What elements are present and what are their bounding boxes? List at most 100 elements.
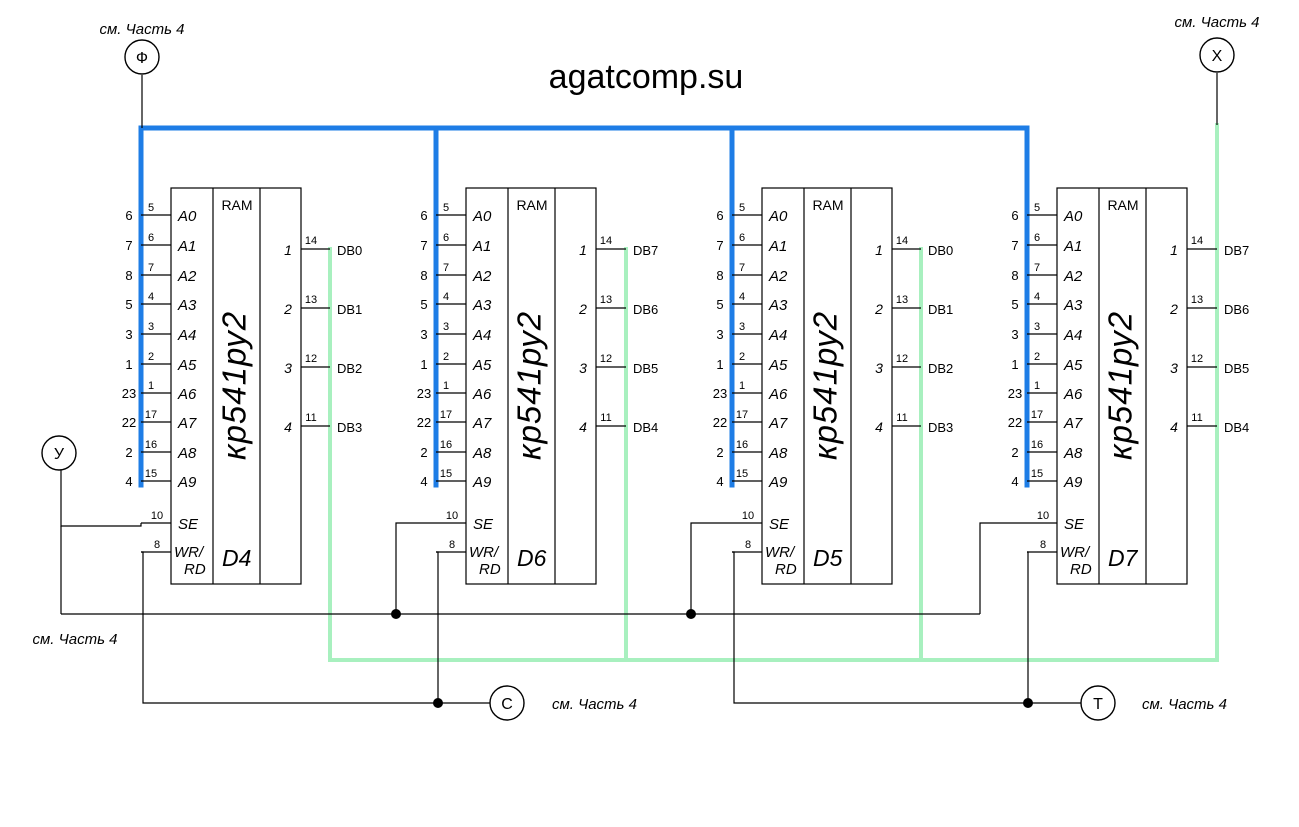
output-index: 3 [1170, 360, 1178, 376]
se-pin-name: SE [769, 516, 790, 533]
pin-number: 11 [305, 412, 316, 424]
pin-number: 2 [1034, 351, 1040, 363]
outer-pin-number: 23 [417, 386, 431, 401]
wr-pin-name: WR/ [765, 544, 796, 561]
address-pin-name: A8 [177, 445, 197, 462]
wr-wire [1027, 551, 1029, 703]
address-pin-name: A7 [768, 415, 788, 432]
pin-number: 6 [1034, 232, 1040, 244]
outer-pin-number: 8 [1011, 268, 1018, 283]
pin-number: 4 [148, 291, 154, 303]
output-index: 1 [284, 242, 292, 258]
output-index: 3 [284, 360, 292, 376]
data-bit-label: DB6 [1224, 302, 1249, 317]
connector-note: см. Часть 4 [552, 696, 637, 713]
data-bit-label: DB3 [337, 420, 362, 435]
outer-pin-number: 1 [125, 357, 132, 372]
pin-number: 14 [896, 235, 908, 247]
output-index: 3 [579, 360, 587, 376]
pin-number: 8 [449, 539, 455, 551]
outer-pin-number: 23 [1008, 386, 1022, 401]
pin-number: 7 [148, 262, 154, 274]
se-wire [60, 468, 142, 527]
outer-pin-number: 3 [125, 327, 132, 342]
outer-pin-number: 2 [1011, 445, 1018, 460]
pin-number: 15 [1031, 468, 1043, 480]
pin-number: 6 [739, 232, 745, 244]
output-index: 4 [1170, 419, 1178, 435]
outer-pin-number: 5 [1011, 297, 1018, 312]
address-pin-name: A4 [1063, 327, 1082, 344]
pin-number: 17 [145, 409, 157, 421]
address-pin-name: A3 [1063, 297, 1083, 314]
connector-2: Хсм. Часть 4 [1175, 14, 1259, 73]
pin-number: 14 [305, 235, 317, 247]
pin-number: 17 [1031, 409, 1043, 421]
address-pin-name: A1 [472, 238, 491, 255]
outer-pin-number: 7 [1011, 238, 1018, 253]
pin-number: 7 [443, 262, 449, 274]
pin-number: 11 [896, 412, 907, 424]
outer-pin-number: 6 [1011, 208, 1018, 223]
se-wire [395, 522, 436, 614]
pin-number: 5 [739, 202, 745, 214]
output-index: 2 [874, 301, 883, 317]
data-bus-layer [328, 123, 1219, 662]
connector-1: Фсм. Часть 4 [100, 21, 184, 75]
pin-number: 5 [443, 202, 449, 214]
pin-number: 7 [739, 262, 745, 274]
pin-number: 16 [1031, 439, 1043, 451]
address-pin-name: A1 [1063, 238, 1082, 255]
address-pin-name: A6 [1063, 386, 1083, 403]
address-pin-name: A2 [768, 268, 788, 285]
outer-pin-number: 1 [1011, 357, 1018, 372]
address-pin-name: A7 [472, 415, 492, 432]
se-wire [690, 522, 732, 614]
ram-label: RAM [221, 197, 252, 213]
address-pin-name: A0 [1063, 208, 1083, 225]
data-bit-label: DB2 [928, 361, 953, 376]
ram-label: RAM [1107, 197, 1138, 213]
outer-pin-number: 1 [420, 357, 427, 372]
data-bus [328, 123, 1219, 662]
pin-number: 2 [443, 351, 449, 363]
address-pin-name: A1 [177, 238, 196, 255]
address-pin-name: A8 [1063, 445, 1083, 462]
outer-pin-number: 7 [716, 238, 723, 253]
address-pin-name: A6 [177, 386, 197, 403]
wr-wire [436, 551, 439, 703]
address-pin-name: A4 [768, 327, 787, 344]
address-pin-name: A3 [177, 297, 197, 314]
site-title: agatcomp.su [549, 58, 744, 96]
address-pin-name: A4 [472, 327, 491, 344]
junction-dot [433, 698, 443, 708]
address-pin-name: A8 [472, 445, 492, 462]
outer-pin-number: 7 [125, 238, 132, 253]
pin-number: 1 [739, 380, 745, 392]
address-pin-name: A0 [472, 208, 492, 225]
address-pin-name: A0 [177, 208, 197, 225]
pin-number: 3 [1034, 321, 1040, 333]
data-bit-label: DB7 [633, 243, 658, 258]
outer-pin-number: 22 [713, 415, 727, 430]
outer-pin-number: 2 [125, 445, 132, 460]
pin-number: 12 [896, 353, 908, 365]
pin-number: 6 [148, 232, 154, 244]
output-index: 1 [579, 242, 587, 258]
address-pin-name: A5 [472, 357, 492, 374]
chip-type-label: кр541ру2 [511, 311, 548, 460]
address-pin-name: A5 [177, 357, 197, 374]
address-pin-name: A7 [177, 415, 197, 432]
chip-type-label: кр541ру2 [1102, 311, 1139, 460]
junction-dot [391, 609, 401, 619]
address-pin-name: A0 [768, 208, 788, 225]
pin-number: 10 [151, 510, 163, 522]
address-pin-name: A3 [472, 297, 492, 314]
